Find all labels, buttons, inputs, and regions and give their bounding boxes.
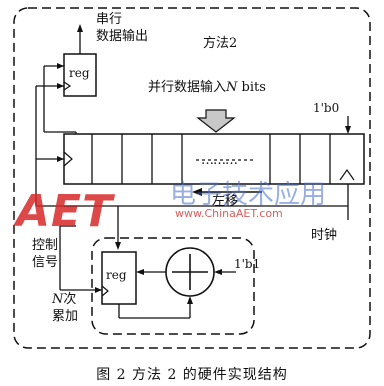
accumulate-label-line1: N次 xyxy=(52,292,77,307)
shift-left-label: 左移 xyxy=(212,194,239,209)
adder xyxy=(165,247,215,297)
shift-register xyxy=(63,133,365,185)
accumulate-label-line2: 累加 xyxy=(52,309,79,324)
figure-caption: 图 2 方法 2 的硬件实现结构 xyxy=(96,367,288,383)
accumulator-dashed-frame xyxy=(91,237,255,335)
register-dots: ……… xyxy=(201,153,238,168)
watermark-url: www.ChinaAET.com xyxy=(175,207,283,220)
accumulator-register xyxy=(101,251,137,305)
serial-output-label-line2: 数据输出 xyxy=(96,29,149,44)
outer-dashed-frame xyxy=(13,7,371,349)
const-1b1-label: 1'b1 xyxy=(234,257,261,271)
serial-output-label-line1: 串行 xyxy=(96,12,123,27)
watermark-logo: AET xyxy=(16,186,114,237)
reg-label-bottom: reg xyxy=(106,268,127,282)
shift-left-arrow xyxy=(192,188,202,196)
reg-label-top: reg xyxy=(69,66,90,80)
control-signal-label-line2: 信号 xyxy=(32,255,59,270)
method-title: 方法2 xyxy=(203,36,238,51)
parallel-input-arrow xyxy=(196,109,236,133)
control-signal-label-line1: 控制 xyxy=(32,238,59,253)
watermark-chinese: 电子技术应用 xyxy=(170,180,327,210)
const-1b0-label: 1'b0 xyxy=(313,101,340,115)
clock-label: 时钟 xyxy=(311,228,338,243)
parallel-input-label: 并行数据输入N bits xyxy=(148,80,266,95)
